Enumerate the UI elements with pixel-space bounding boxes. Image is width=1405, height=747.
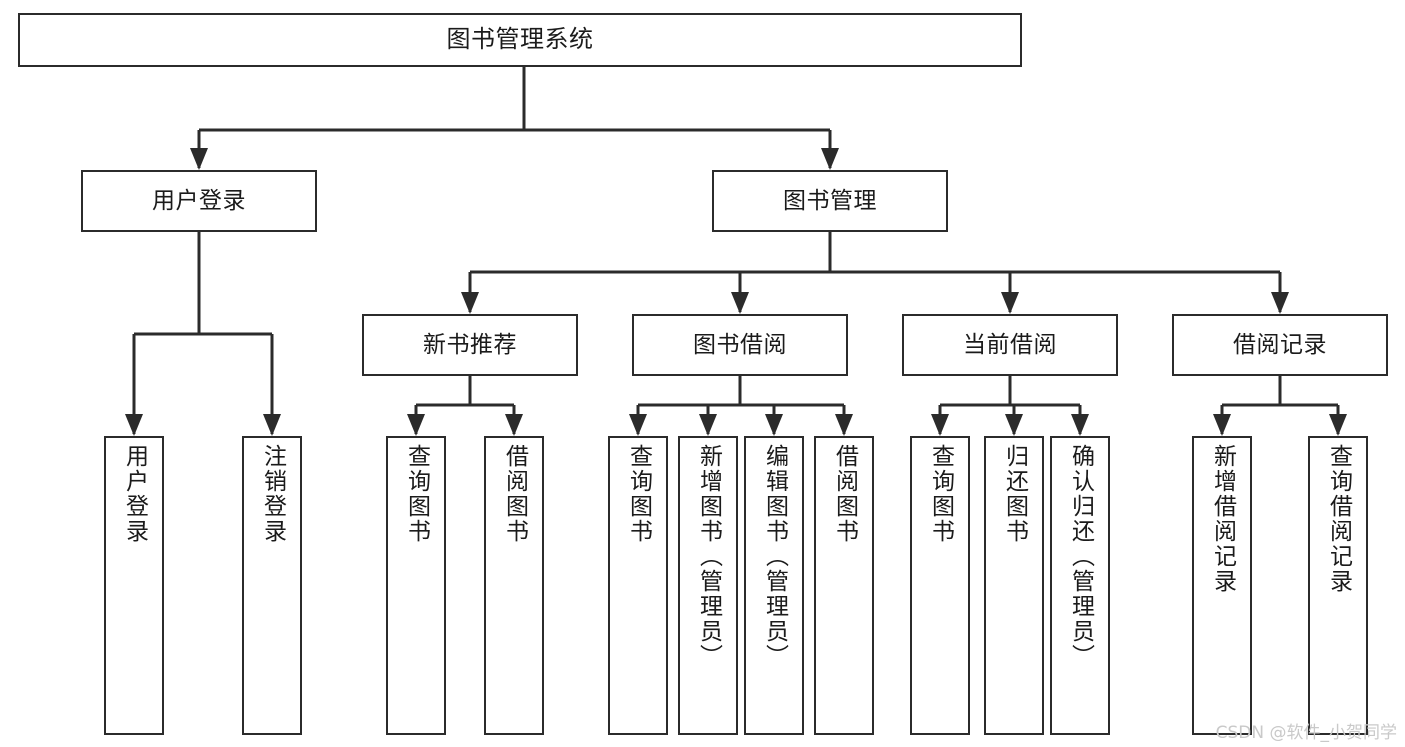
node-label: 新书推荐 [423, 331, 517, 358]
c-book-borrow-arrowhead-2 [765, 414, 783, 436]
node-leaf-query-book-2: 查询图书 [608, 436, 668, 735]
node-label: 查询图书 [927, 444, 954, 544]
node-label: 借阅图书 [501, 444, 528, 544]
c-user-login-arrowhead-0 [125, 414, 143, 436]
c-root-arrowhead-0 [190, 148, 208, 170]
node-leaf-user-logout: 注销登录 [242, 436, 302, 735]
c-root-arrowhead-1 [821, 148, 839, 170]
node-current-borrow: 当前借阅 [902, 314, 1118, 376]
node-leaf-edit-book: 编辑图书（管理员） [744, 436, 804, 735]
node-borrow-record: 借阅记录 [1172, 314, 1388, 376]
node-leaf-user-login: 用户登录 [104, 436, 164, 735]
node-label: 借阅记录 [1233, 331, 1327, 358]
node-label: 查询图书 [625, 444, 652, 544]
node-leaf-confirm-return: 确认归还（管理员） [1050, 436, 1110, 735]
node-label: 借阅图书 [831, 444, 858, 544]
node-label: 归还图书 [1001, 444, 1028, 544]
c-book-borrow-arrowhead-0 [629, 414, 647, 436]
node-leaf-borrow-book-1: 借阅图书 [484, 436, 544, 735]
node-leaf-query-book-1: 查询图书 [386, 436, 446, 735]
node-new-book-rec: 新书推荐 [362, 314, 578, 376]
c-user-login-arrowhead-1 [263, 414, 281, 436]
node-leaf-add-record: 新增借阅记录 [1192, 436, 1252, 735]
node-book-manage: 图书管理 [712, 170, 948, 232]
node-label: 新增图书（管理员） [695, 444, 722, 669]
c-current-borrow-arrowhead-0 [931, 414, 949, 436]
c-book-manage-arrowhead-0 [461, 292, 479, 314]
node-label: 用户登录 [121, 444, 148, 544]
node-leaf-query-record: 查询借阅记录 [1308, 436, 1368, 735]
c-new-book-rec-arrowhead-0 [407, 414, 425, 436]
node-label: 查询图书 [403, 444, 430, 544]
c-borrow-record-arrowhead-0 [1213, 414, 1231, 436]
c-borrow-record-arrowhead-1 [1329, 414, 1347, 436]
c-book-borrow-arrowhead-1 [699, 414, 717, 436]
node-leaf-query-book-3: 查询图书 [910, 436, 970, 735]
node-label: 图书借阅 [693, 331, 787, 358]
c-book-manage-arrowhead-2 [1001, 292, 1019, 314]
node-label: 查询借阅记录 [1325, 444, 1352, 594]
node-label: 图书管理 [783, 187, 877, 214]
node-leaf-return-book: 归还图书 [984, 436, 1044, 735]
node-root: 图书管理系统 [18, 13, 1022, 67]
c-new-book-rec-arrowhead-1 [505, 414, 523, 436]
c-current-borrow-arrowhead-2 [1071, 414, 1089, 436]
node-user-login: 用户登录 [81, 170, 317, 232]
node-leaf-add-book: 新增图书（管理员） [678, 436, 738, 735]
c-current-borrow-arrowhead-1 [1005, 414, 1023, 436]
node-label: 图书管理系统 [446, 25, 594, 54]
c-book-manage-arrowhead-3 [1271, 292, 1289, 314]
node-label: 注销登录 [259, 444, 286, 544]
node-leaf-borrow-book-2: 借阅图书 [814, 436, 874, 735]
node-label: 编辑图书（管理员） [761, 444, 788, 669]
node-label: 新增借阅记录 [1209, 444, 1236, 594]
c-book-borrow-arrowhead-3 [835, 414, 853, 436]
node-label: 当前借阅 [963, 331, 1057, 358]
c-book-manage-arrowhead-1 [731, 292, 749, 314]
watermark: CSDN @软件_小贺同学 [1215, 723, 1397, 743]
node-label: 用户登录 [152, 187, 246, 214]
node-book-borrow: 图书借阅 [632, 314, 848, 376]
node-label: 确认归还（管理员） [1067, 444, 1094, 669]
